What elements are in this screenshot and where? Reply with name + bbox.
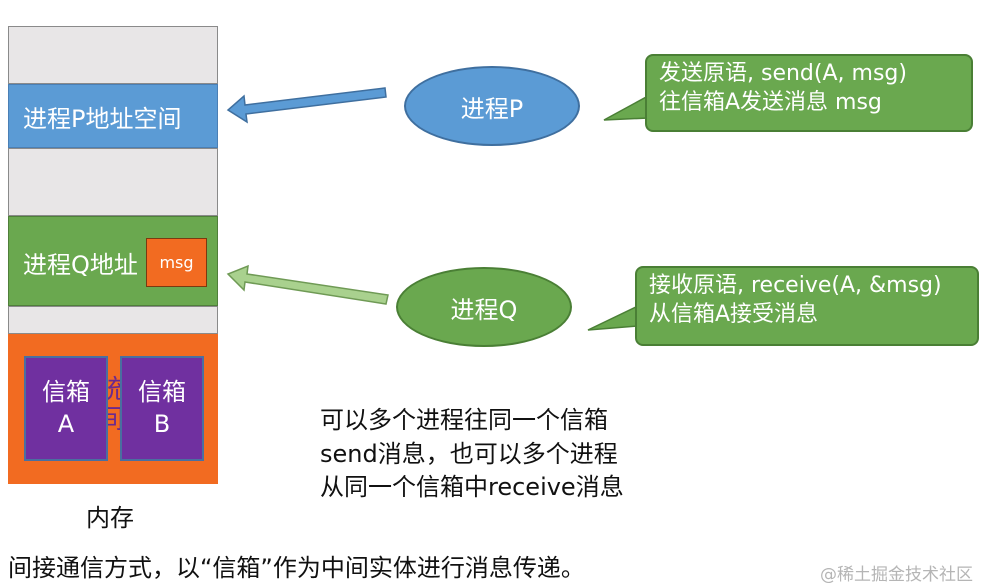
callout-receive-tail <box>587 304 639 331</box>
send-callout-line1: 发送原语, send(A, msg) <box>659 61 907 86</box>
process-q: 进程Q <box>396 267 572 347</box>
process-p-address-space: 进程P地址空间 <box>8 84 218 148</box>
mailbox-a: 信箱 A <box>24 356 108 461</box>
memory-segment-middle <box>8 148 218 216</box>
memory-label: 内存 <box>86 504 134 532</box>
watermark: @稀土掘金技术社区 <box>820 565 973 585</box>
process-q-space-label: 进程Q地址 <box>23 251 138 279</box>
msg-box: msg <box>146 238 207 287</box>
note-text: 可以多个进程往同一个信箱 send消息，也可以多个进程 从同一个信箱中recei… <box>320 406 624 502</box>
receive-callout-line1: 接收原语, receive(A, &msg) <box>649 273 942 298</box>
process-p: 进程P <box>404 66 580 146</box>
receive-callout-line2: 从信箱A接受消息 <box>649 301 819 327</box>
process-q-address-space: 进程Q地址 <box>8 216 218 306</box>
caption: 间接通信方式，以“信箱”作为中间实体进行消息传递。 <box>8 554 585 582</box>
mailbox-b: 信箱 B <box>120 356 204 461</box>
callout-send-tail <box>603 94 649 121</box>
send-callout-line2: 往信箱A发送消息 msg <box>659 89 882 115</box>
arrow-p-to-memory <box>226 87 387 124</box>
memory-segment-lower <box>8 306 218 334</box>
arrow-q-to-memory <box>226 264 389 305</box>
receive-callout: 接收原语, receive(A, &msg) 从信箱A接受消息 <box>635 266 979 346</box>
process-p-space-label: 进程P地址空间 <box>23 105 182 133</box>
memory-segment-top <box>8 26 218 84</box>
send-callout: 发送原语, send(A, msg) 往信箱A发送消息 msg <box>645 54 973 132</box>
